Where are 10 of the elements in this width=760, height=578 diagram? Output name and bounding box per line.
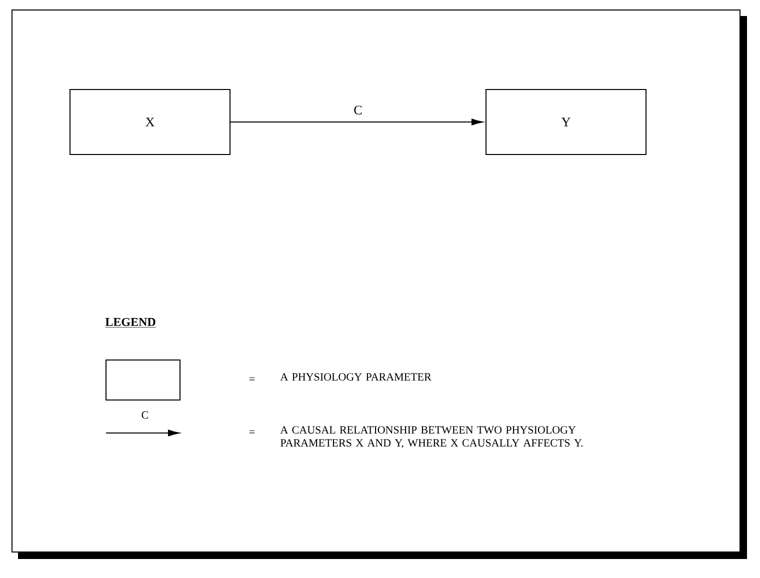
edge-label: C [354,106,362,114]
arrow [230,118,483,126]
arrow-label: C [142,411,148,419]
legend-text: A CAUSAL RELATIONSHIP BETWEEN TWO PHYSIOLOGY PARAMETERS X AND Y, WHERE X CAUSALLY AFFECTS Y. [280,426,583,448]
legend-heading: LEGEND [105,318,156,328]
equals-sign: = [249,430,255,434]
parameter-box: X [70,89,230,155]
legend-text: A PHYSIOLOGY PARAMETER [280,373,432,381]
parameter-box: Y [486,89,646,155]
equals-sign: = [249,378,255,380]
